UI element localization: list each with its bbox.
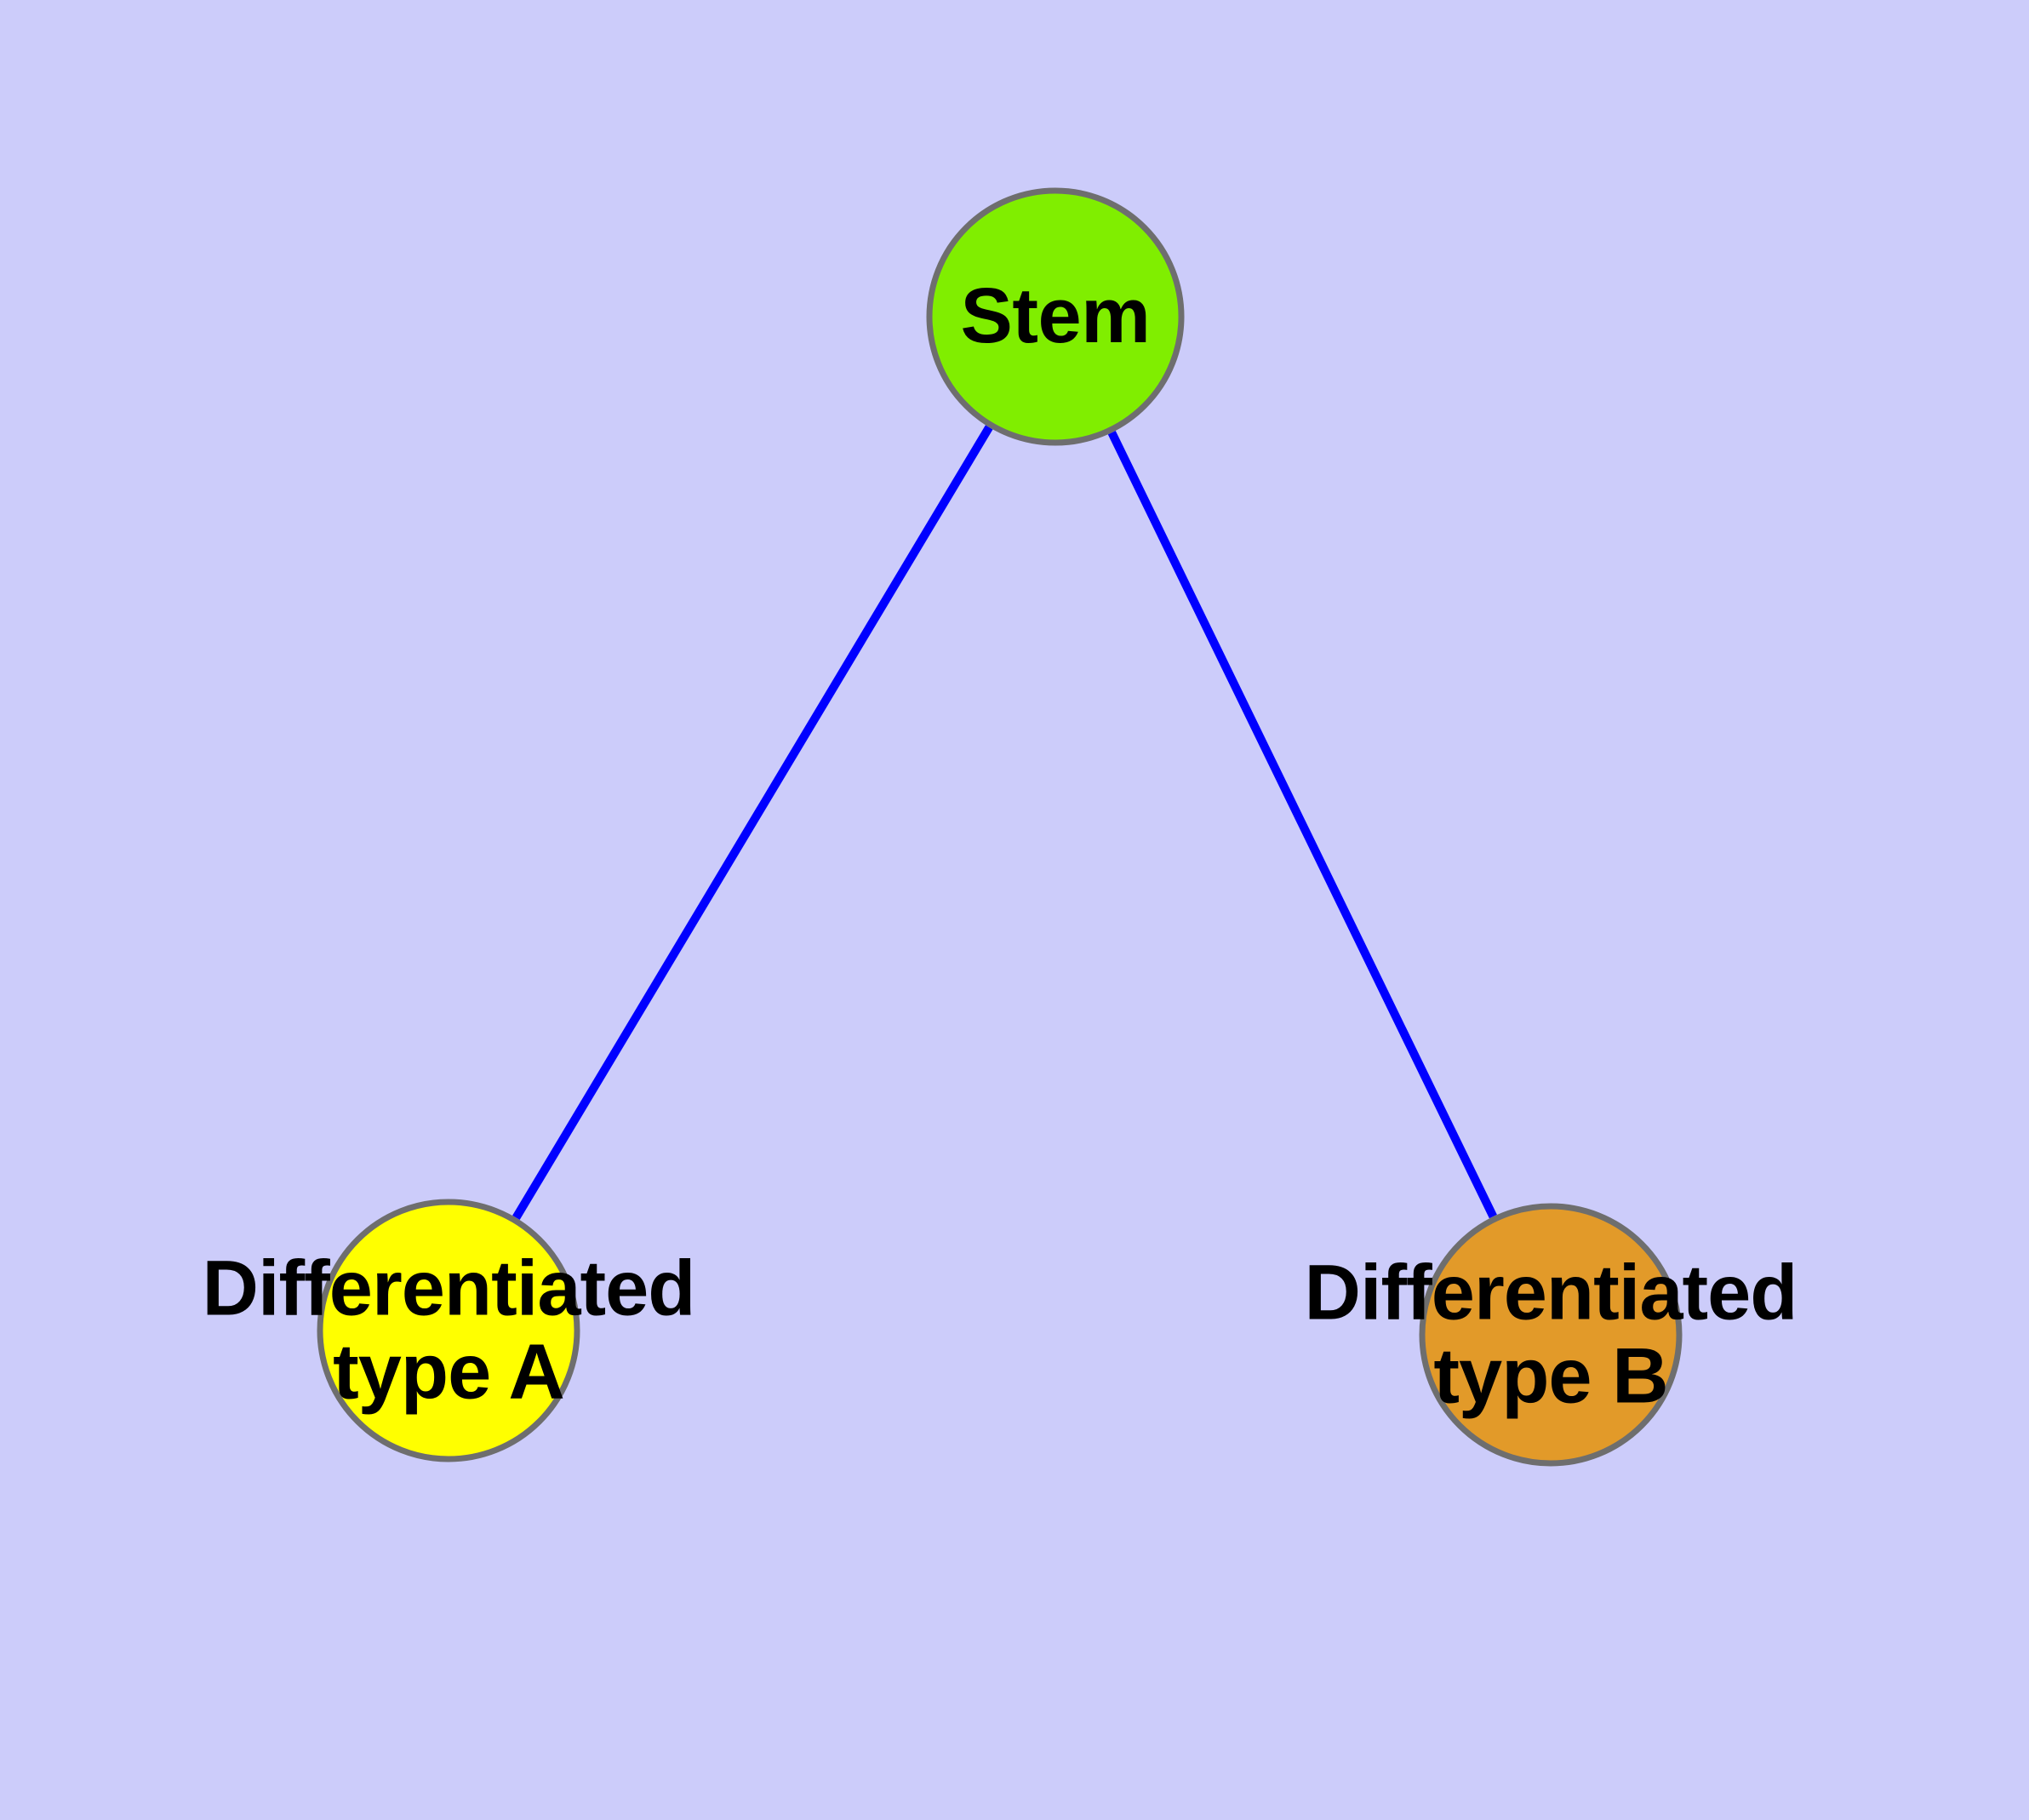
node-circle-stem[interactable] bbox=[926, 187, 1185, 446]
edge-stem-to-diff-b[interactable] bbox=[1107, 431, 1497, 1219]
node-circle-diff-a[interactable] bbox=[317, 1199, 580, 1462]
edge-stem-to-diff-a[interactable] bbox=[512, 425, 993, 1221]
node-layer bbox=[317, 187, 1683, 1467]
node-circle-diff-b[interactable] bbox=[1419, 1203, 1683, 1467]
edge-layer bbox=[512, 425, 1497, 1221]
